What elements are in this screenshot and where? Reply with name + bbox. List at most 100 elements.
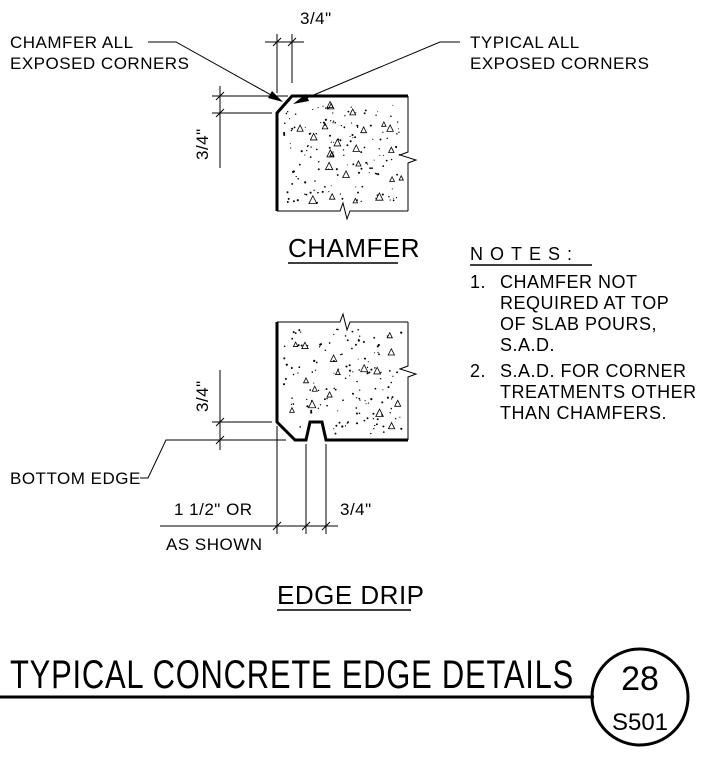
hatch-mark bbox=[386, 137, 388, 140]
drip-dim-left-2: AS SHOWN bbox=[166, 535, 263, 554]
hatch-mark bbox=[299, 426, 302, 428]
hatch-mark bbox=[350, 106, 352, 108]
hatch-mark bbox=[326, 390, 333, 398]
hatch-mark bbox=[311, 399, 313, 402]
hatch-mark bbox=[349, 135, 351, 137]
hatch-mark bbox=[291, 182, 294, 185]
hatch-mark bbox=[336, 174, 339, 176]
hatch-mark bbox=[328, 134, 332, 137]
hatch-mark bbox=[375, 114, 377, 116]
hatch-mark bbox=[367, 163, 369, 165]
hatch-mark bbox=[307, 144, 309, 147]
chamfer-break-bottom bbox=[277, 201, 408, 221]
hatch-mark bbox=[335, 424, 338, 427]
chamfer-note-right-1: TYPICAL ALL bbox=[470, 33, 580, 52]
hatch-mark bbox=[317, 191, 319, 194]
hatch-mark bbox=[309, 156, 312, 159]
hatch-mark bbox=[337, 368, 340, 371]
hatch-mark bbox=[394, 418, 397, 420]
drip-section-outline bbox=[275, 322, 408, 442]
hatch-mark bbox=[388, 370, 391, 372]
hatch-mark bbox=[373, 428, 375, 430]
sheet-number: S501 bbox=[612, 709, 668, 736]
hatch-mark bbox=[347, 110, 350, 113]
hatch-mark bbox=[326, 404, 328, 407]
hatch-mark bbox=[370, 368, 373, 371]
hatch-mark bbox=[378, 353, 380, 356]
hatch-mark bbox=[288, 118, 291, 120]
hatch-mark bbox=[365, 403, 367, 405]
hatch-mark bbox=[292, 341, 299, 347]
hatch-mark bbox=[330, 141, 332, 143]
hatch-mark bbox=[283, 132, 286, 135]
hatch-mark bbox=[337, 410, 339, 412]
chamfer-title: CHAMFER bbox=[288, 233, 420, 263]
hatch-mark bbox=[356, 380, 358, 383]
hatch-mark bbox=[339, 193, 342, 195]
hatch-mark bbox=[332, 360, 335, 362]
hatch-mark bbox=[397, 128, 399, 130]
hatch-mark bbox=[309, 389, 312, 391]
chamfer-note-left-1: CHAMFER ALL bbox=[10, 33, 134, 52]
sheet-title: TYPICAL CONCRETE EDGE DETAILS bbox=[10, 653, 574, 697]
hatch-mark bbox=[311, 385, 318, 392]
hatch-mark bbox=[334, 432, 337, 435]
hatch-mark bbox=[284, 377, 287, 380]
hatch-mark bbox=[376, 418, 379, 421]
hatch-mark bbox=[324, 349, 327, 352]
hatch-mark bbox=[328, 168, 330, 170]
hatch-mark bbox=[341, 197, 344, 200]
hatch-mark bbox=[282, 383, 286, 386]
hatch-mark bbox=[352, 163, 355, 166]
hatch-mark bbox=[283, 133, 286, 136]
hatch-mark bbox=[349, 140, 352, 143]
hatch-mark bbox=[286, 201, 289, 203]
chamfer-note-right-2: EXPOSED CORNERS bbox=[470, 54, 649, 73]
hatch-mark bbox=[326, 100, 334, 109]
drip-break-right bbox=[398, 322, 418, 440]
hatch-mark bbox=[392, 197, 394, 199]
hatch-mark bbox=[313, 359, 316, 362]
hatch-mark bbox=[392, 199, 395, 202]
edge-drip-detail: 3/4" BOTTOM EDGE 1 1/2" OR AS SHOWN 3/4"… bbox=[10, 312, 425, 611]
edge-drip-title: EDGE DRIP bbox=[277, 580, 425, 610]
notes-heading: NOTES: bbox=[470, 244, 579, 264]
hatch-mark bbox=[356, 397, 358, 399]
hatch-mark bbox=[284, 122, 286, 125]
hatch-mark bbox=[330, 120, 332, 122]
hatch-mark bbox=[351, 347, 353, 350]
hatch-mark bbox=[304, 154, 306, 156]
hatch-mark bbox=[382, 431, 385, 433]
hatch-mark bbox=[289, 143, 291, 145]
note-2-line-1: S.A.D. FOR CORNER bbox=[500, 361, 687, 381]
hatch-mark bbox=[387, 146, 395, 153]
hatch-mark bbox=[363, 357, 367, 360]
hatch-mark bbox=[377, 173, 380, 176]
hatch-mark bbox=[351, 392, 355, 395]
hatch-mark bbox=[394, 399, 402, 407]
hatch-mark bbox=[311, 371, 314, 373]
hatch-mark bbox=[366, 417, 369, 420]
hatch-mark bbox=[309, 191, 312, 194]
hatch-mark bbox=[358, 412, 361, 414]
note-1-number: 1. bbox=[470, 272, 486, 292]
hatch-mark bbox=[292, 331, 295, 334]
chamfer-dim-side: 3/4" bbox=[193, 128, 212, 160]
hatch-mark bbox=[376, 194, 379, 196]
hatch-mark bbox=[396, 371, 399, 374]
hatch-mark bbox=[308, 194, 318, 205]
hatch-mark bbox=[370, 432, 372, 435]
hatch-mark bbox=[372, 138, 374, 140]
detail-number: 28 bbox=[621, 660, 659, 698]
note-1-line-2: REQUIRED AT TOP bbox=[500, 293, 669, 313]
hatch-mark bbox=[326, 107, 329, 110]
hatch-mark bbox=[319, 404, 322, 406]
hatch-mark bbox=[354, 343, 357, 346]
hatch-mark bbox=[324, 107, 327, 109]
hatch-mark bbox=[315, 148, 318, 151]
chamfer-concrete-hatch bbox=[283, 100, 404, 205]
drip-dim-right: 3/4" bbox=[340, 500, 372, 519]
hatch-mark bbox=[375, 423, 378, 426]
drip-tick bbox=[215, 417, 225, 427]
